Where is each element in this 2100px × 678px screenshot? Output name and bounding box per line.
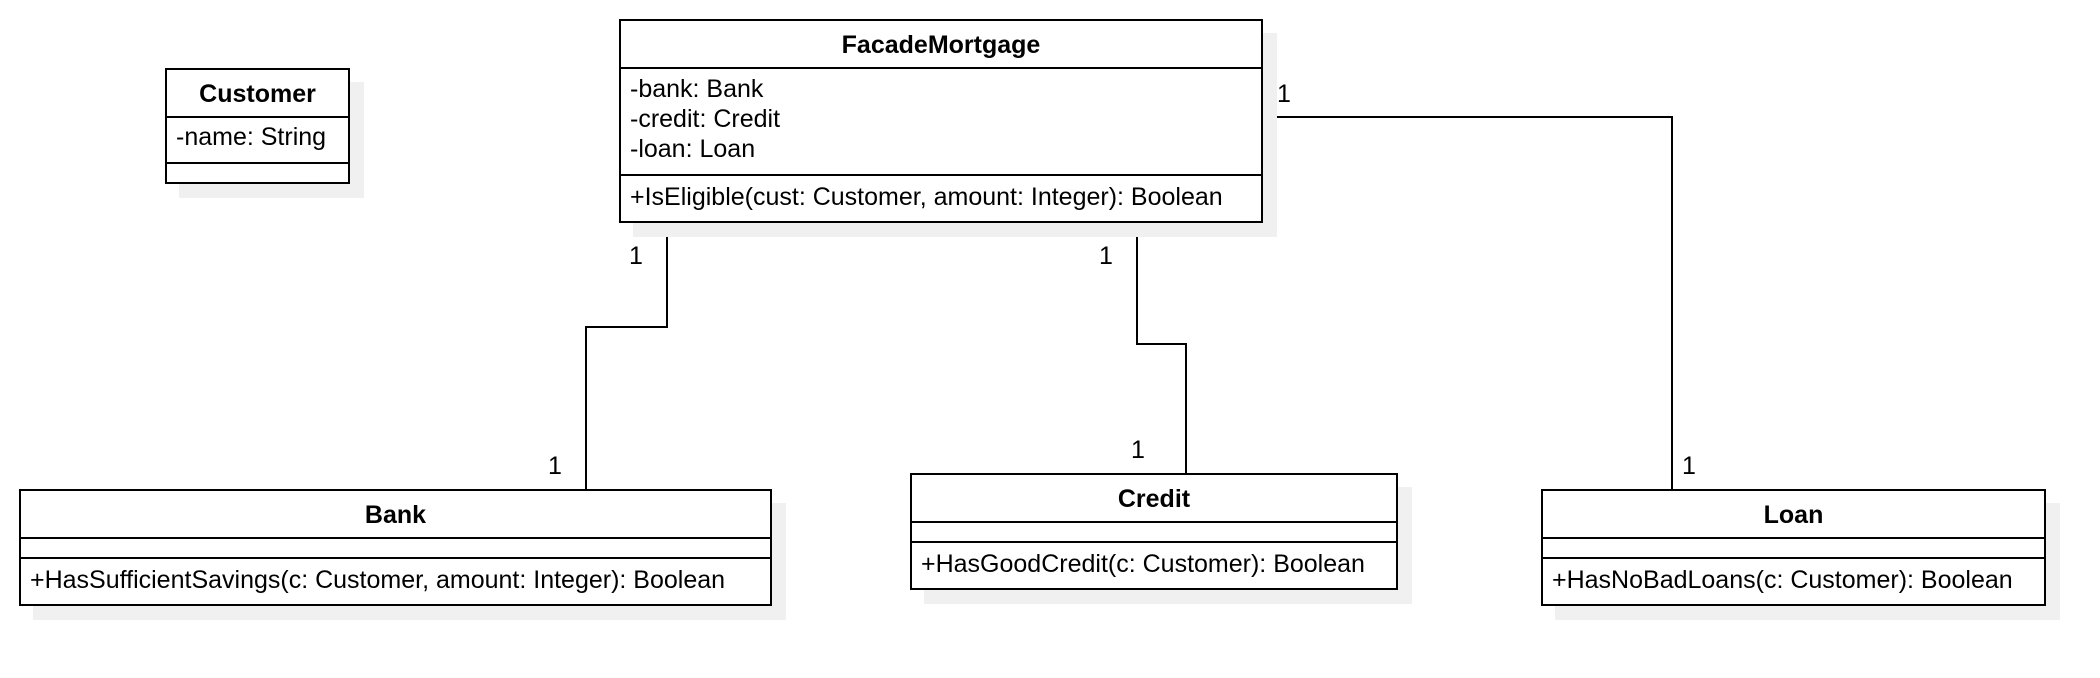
multiplicity-facade-bank-target: 1 — [548, 452, 562, 480]
attributes-section — [912, 523, 1396, 543]
class-customer[interactable]: Customer -name: String — [165, 68, 350, 184]
multiplicity-facade-loan-target: 1 — [1682, 452, 1696, 480]
class-name: Bank — [21, 491, 770, 539]
multiplicity-facade-credit-source: 1 — [1099, 242, 1113, 270]
operations-section: +HasGoodCredit(c: Customer): Boolean — [912, 543, 1396, 583]
multiplicity-facade-loan-source: 1 — [1277, 80, 1291, 108]
operation: +IsEligible(cust: Customer, amount: Inte… — [630, 183, 1223, 211]
operation: +HasGoodCredit(c: Customer): Boolean — [921, 550, 1365, 578]
class-name: Customer — [167, 70, 348, 118]
attributes-section — [21, 539, 770, 559]
class-loan[interactable]: Loan +HasNoBadLoans(c: Customer): Boolea… — [1541, 489, 2046, 606]
attributes-section — [1543, 539, 2044, 559]
attributes-section: -name: String — [167, 118, 348, 164]
attribute: -loan: Loan — [630, 135, 756, 163]
class-bank[interactable]: Bank +HasSufficientSavings(c: Customer, … — [19, 489, 772, 606]
operation: +HasNoBadLoans(c: Customer): Boolean — [1552, 566, 2013, 594]
class-name: Loan — [1543, 491, 2044, 539]
operations-section: +HasSufficientSavings(c: Customer, amoun… — [21, 559, 770, 599]
operations-section: +IsEligible(cust: Customer, amount: Inte… — [621, 176, 1261, 216]
association-facade-bank[interactable] — [585, 222, 668, 490]
attribute: -credit: Credit — [630, 105, 781, 133]
multiplicity-facade-credit-target: 1 — [1131, 436, 1145, 464]
operation: +HasSufficientSavings(c: Customer, amoun… — [30, 566, 726, 594]
class-name: Credit — [912, 475, 1396, 523]
attribute: -bank: Bank — [630, 75, 764, 103]
class-name: FacadeMortgage — [621, 21, 1261, 69]
operations-section: +HasNoBadLoans(c: Customer): Boolean — [1543, 559, 2044, 599]
association-facade-loan[interactable] — [1261, 116, 1673, 490]
association-facade-credit[interactable] — [1136, 222, 1187, 474]
attributes-section: -bank: Bank -credit: Credit -loan: Loan — [621, 69, 1261, 176]
class-facade-mortgage[interactable]: FacadeMortgage -bank: Bank -credit: Cred… — [619, 19, 1263, 223]
multiplicity-facade-bank-source: 1 — [629, 242, 643, 270]
attribute: -name: String — [176, 123, 327, 151]
class-credit[interactable]: Credit +HasGoodCredit(c: Customer): Bool… — [910, 473, 1398, 590]
